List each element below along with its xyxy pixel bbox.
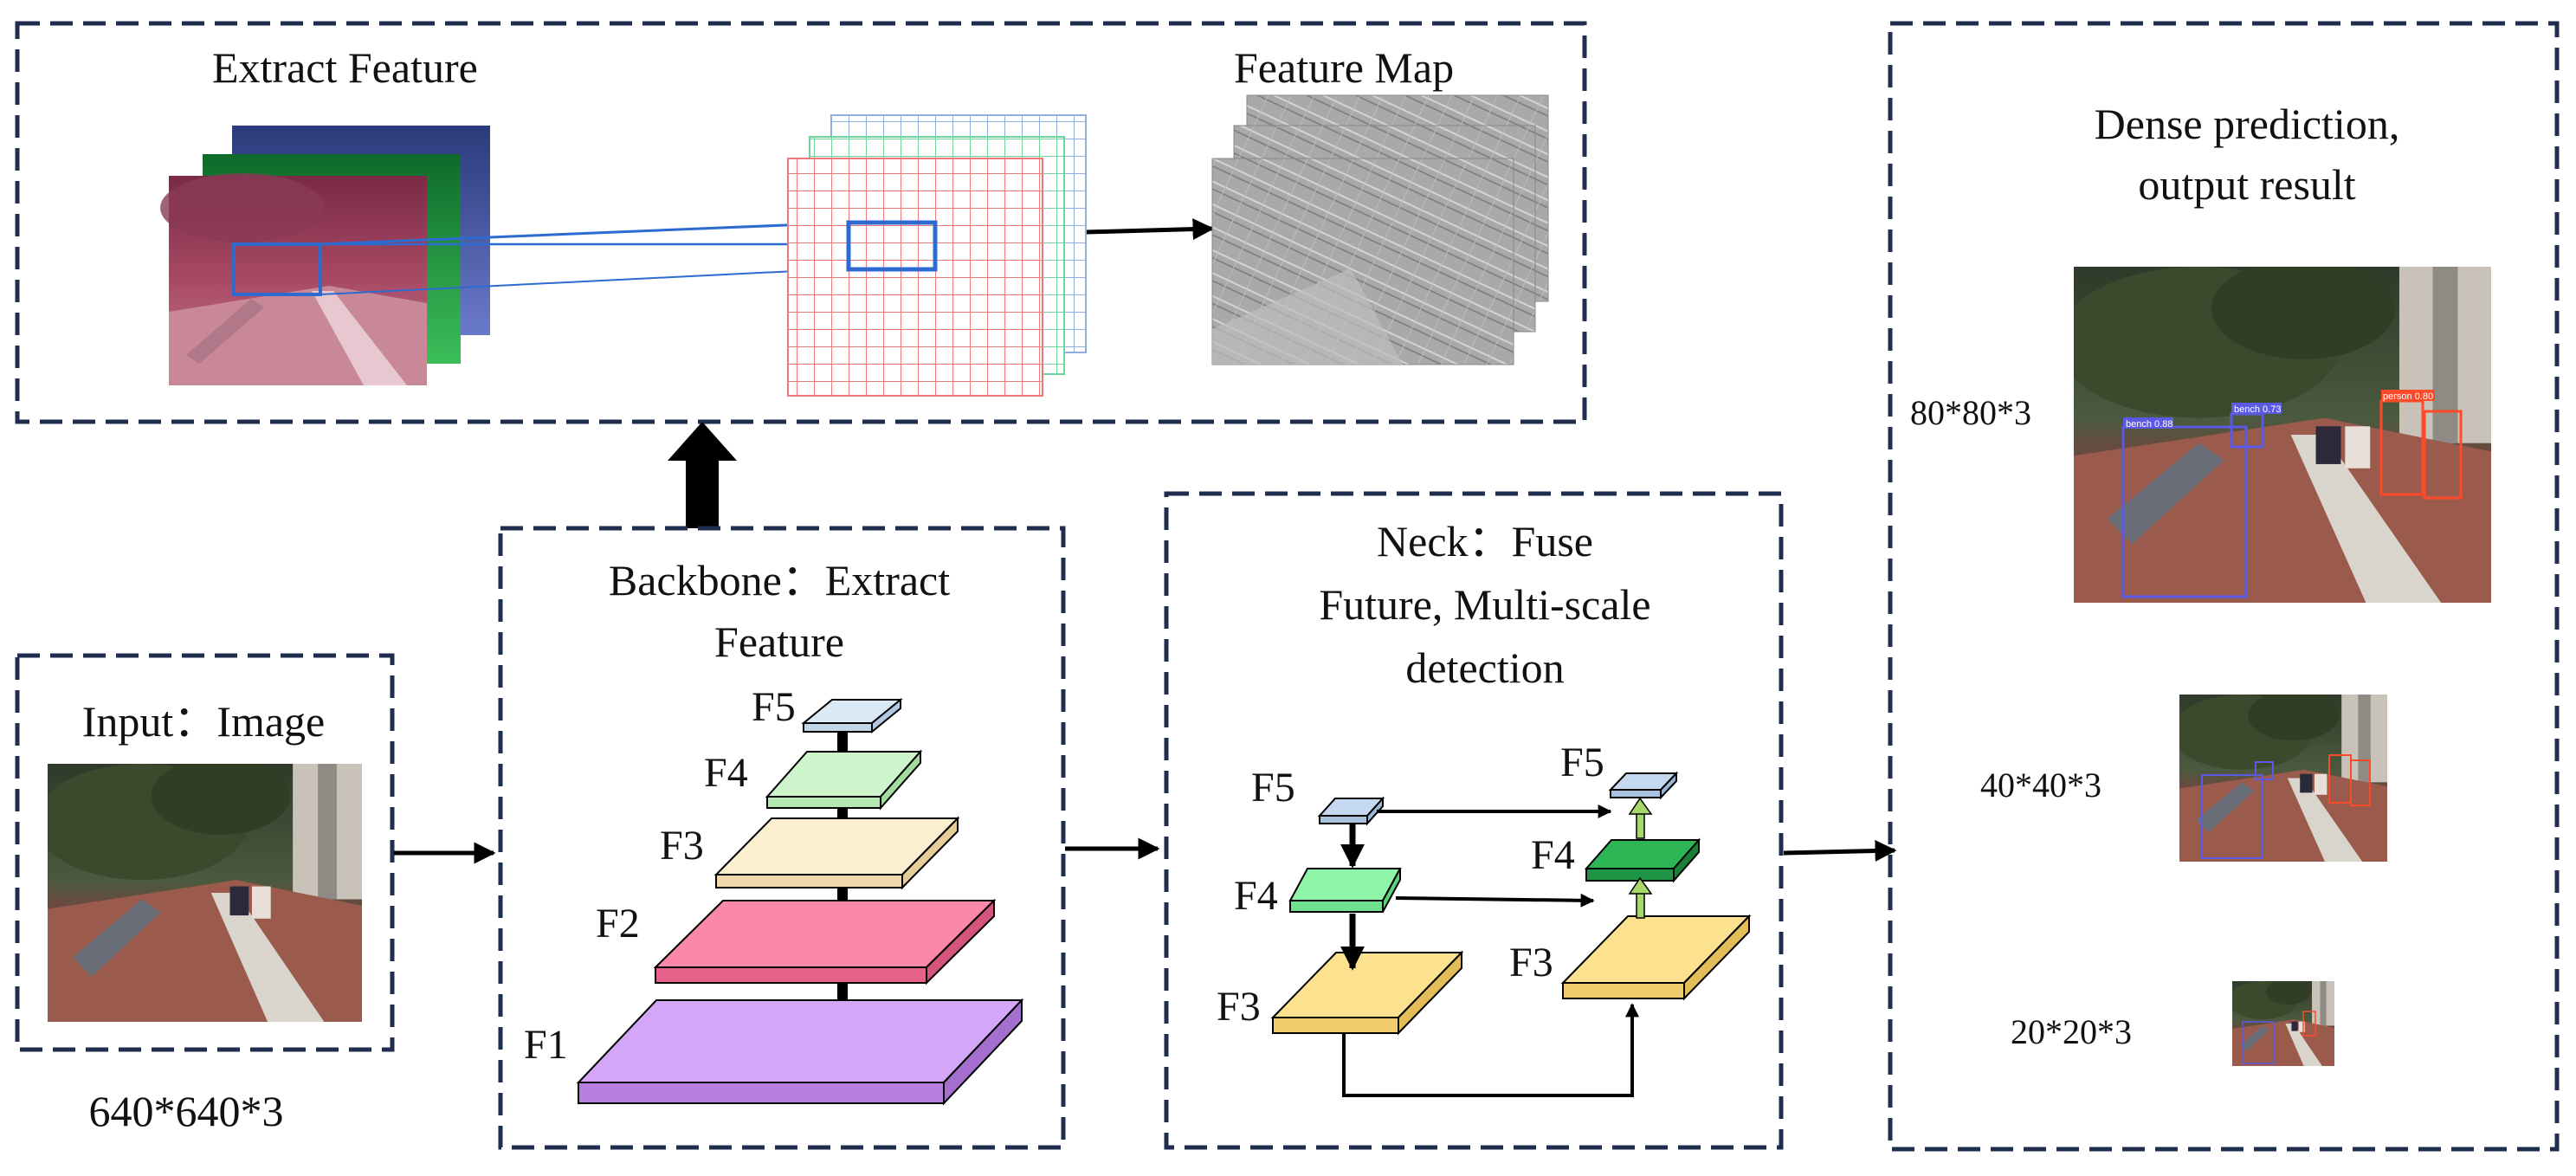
projection-line-top [320,221,849,246]
backbone-panel: Backbone：Extract Feature [498,526,1066,1150]
output-image-small [2228,979,2334,1066]
output-panel: Dense prediction, output result bench 0.… [1888,21,2560,1152]
neck-F4-up-arrow [1628,797,1653,839]
neck-F3-bottom-arrow [1342,1003,1639,1097]
scale-label-80: 80*80*3 [1910,393,2031,432]
backbone-to-extract-arrow [668,422,737,528]
neck-right-F4-label: F4 [1531,832,1575,878]
input-panel: Input：Image 640*640*3 [15,653,395,1135]
grid-kernel-box [846,220,938,272]
detection-box-person-2 [2423,410,2463,500]
neck-right-F4-slab [1584,837,1701,883]
backbone-F1-label: F1 [524,1022,568,1068]
backbone-title-line1: Backbone：Extract [609,556,950,604]
neck-right-F3-slab [1560,914,1752,1001]
backbone-F5-slab [801,697,903,734]
backbone-F1-slab [576,998,1024,1106]
detection-label-person: person 0.80 [2383,391,2433,402]
neck-to-output-arrow [1783,840,1897,863]
projection-line-bottom [320,268,849,295]
red-channel-image [160,173,427,385]
output-title-line1: Dense prediction, [2095,100,2400,148]
neck-title-line2: Future, Multi-scale [1319,580,1650,629]
backbone-F4-slab [765,749,923,811]
neck-panel: Neck：Fuse Future, Multi-scale detection [1164,491,1784,1150]
input-image [35,758,362,1022]
neck-panel-border [1164,491,1784,1150]
neck-left-F4-label: F4 [1234,873,1278,919]
backbone-F3-slab [713,816,960,890]
neck-right-F5-label: F5 [1560,740,1604,785]
neck-left-F5-slab [1317,796,1385,826]
detection-label-bench-2: bench 0.73 [2234,404,2281,415]
neck-title-line3: detection [1405,643,1564,692]
backbone-F3-label: F3 [660,823,704,869]
feature-map-title: Feature Map [1234,43,1454,92]
channel-stack [160,126,490,385]
neck-left-F5-label: F5 [1251,765,1295,811]
neck-title-line1: Neck：Fuse [1377,517,1593,565]
scale-label-40: 40*40*3 [1980,766,2101,804]
neck-F3-up-arrow [1628,876,1653,919]
scale-label-20: 20*20*3 [2011,1012,2132,1051]
input-size-label: 640*640*3 [89,1087,284,1135]
feature-grid-stack [787,114,1087,397]
backbone-F2-label: F2 [596,901,640,947]
extract-panel-border [15,21,1587,424]
detection-box-bench-1 [2121,425,2248,598]
neck-left-F4-slab [1288,868,1402,913]
feature-map-stack [1211,94,1549,365]
neck-left-F3-slab [1270,950,1464,1036]
neck-right-F5-slab [1608,771,1679,800]
output-image-medium [2171,690,2387,862]
extract-feature-panel: Extract Feature Feature Map [15,21,1587,424]
input-title: Input：Image [82,697,325,746]
input-panel-border [15,653,395,1052]
backbone-F4-label: F4 [704,750,748,796]
backbone-title-line2: Feature [714,617,844,666]
output-image-large: bench 0.88 bench 0.73 person 0.80 [2057,258,2491,603]
output-panel-border [1888,21,2560,1152]
backbone-panel-border [498,526,1066,1150]
grid-to-map-arrow [1086,218,1215,241]
neck-F4-lateral-arrow [1395,893,1595,908]
neck-left-F3-label: F3 [1217,984,1261,1030]
backbone-F5-label: F5 [752,684,796,730]
detection-label-bench-1: bench 0.88 [2126,419,2172,430]
neck-right-F3-label: F3 [1509,940,1553,985]
extract-panel-title: Extract Feature [212,43,478,92]
output-title-line2: output result [2138,160,2355,209]
backbone-F2-slab [653,898,997,985]
